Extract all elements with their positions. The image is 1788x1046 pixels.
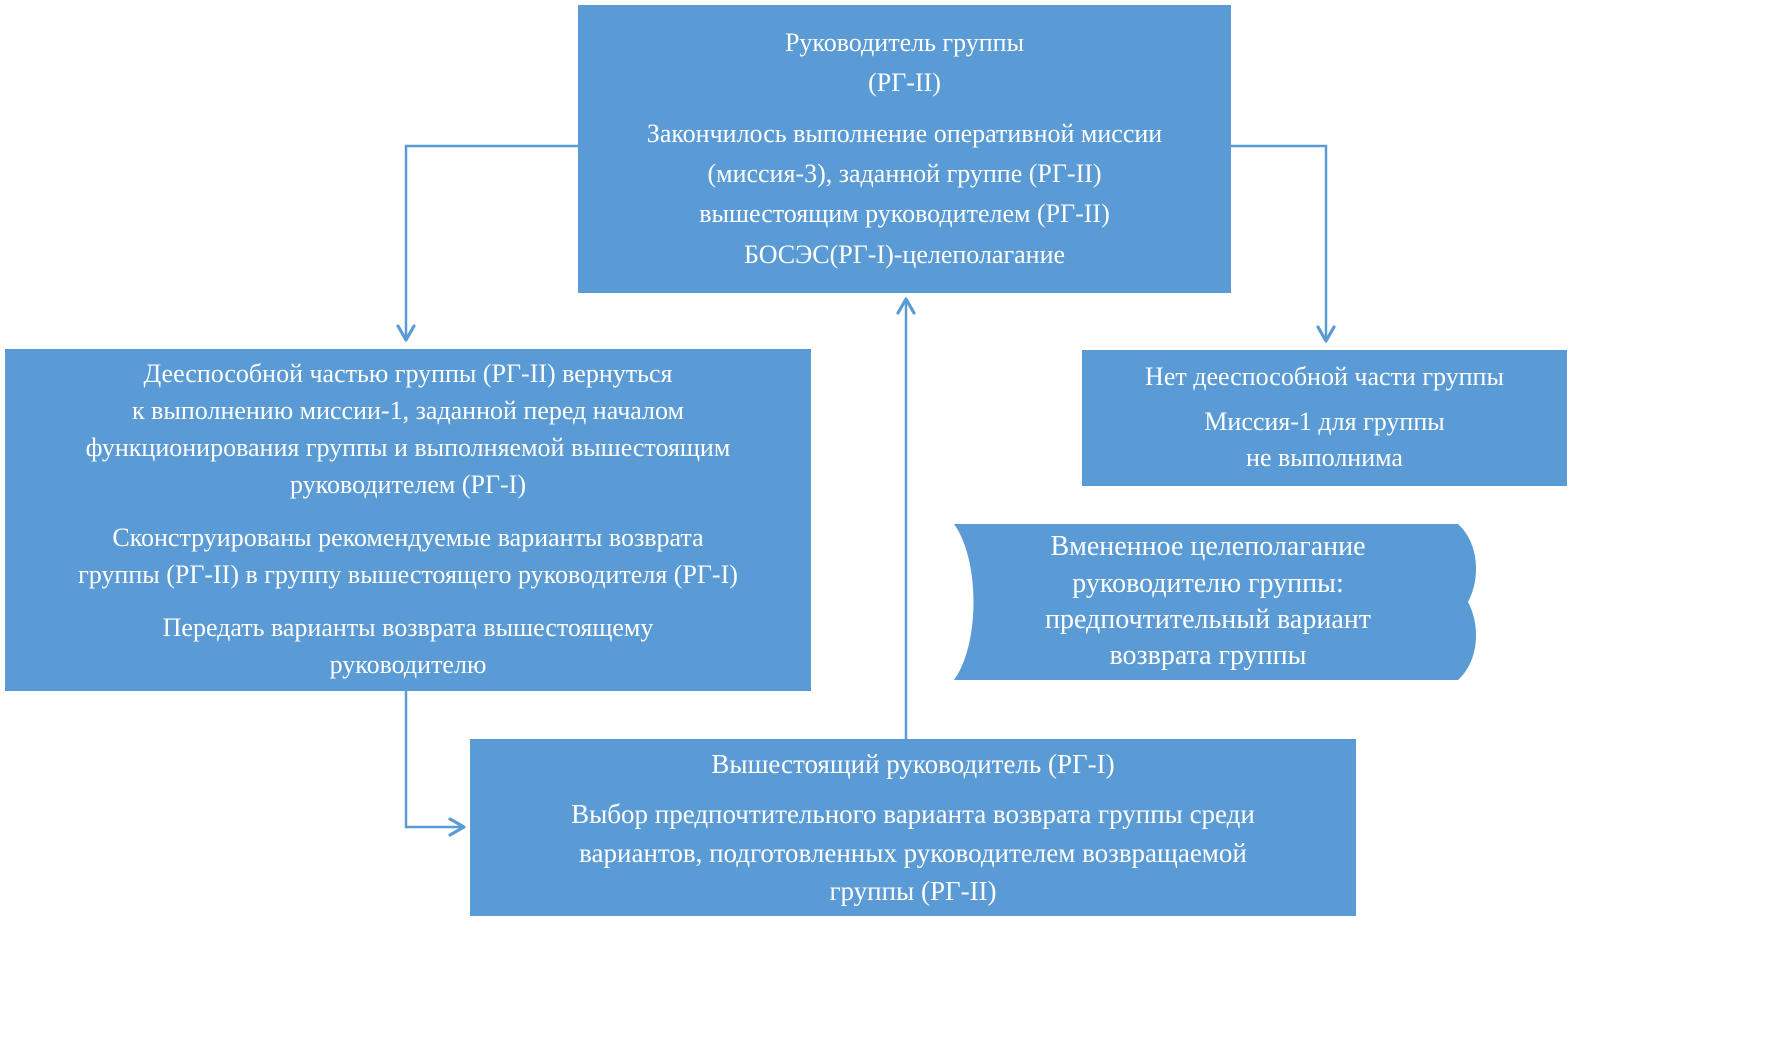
node-body: Выбор предпочтительного варианта возврат… xyxy=(470,795,1356,910)
node-superior-leader-rg1: Вышестоящий руководитель (РГ-I) Выбор пр… xyxy=(470,739,1356,916)
node-title: Руководитель группы (РГ-II) xyxy=(578,23,1231,104)
text-line: Руководитель группы xyxy=(784,28,1025,58)
node-body: Миссия-1 для группы не выполнима xyxy=(1082,404,1567,478)
text-line: возврата группы xyxy=(1109,640,1307,672)
text-line: Передать варианты возврата вышестоящему xyxy=(162,612,654,642)
text-line: Миссия-1 для группы xyxy=(1204,406,1445,436)
text-line: Вышестоящий руководитель (РГ-I) xyxy=(711,748,1115,779)
text-line: вариантов, подготовленных руководителем … xyxy=(579,837,1247,868)
text-line: группы (РГ-II) xyxy=(829,875,997,906)
text-line: вышестоящим руководителем (РГ-II) xyxy=(699,199,1110,229)
arrow-left-to-bottom xyxy=(404,691,466,837)
node-title: Вышестоящий руководитель (РГ-I) xyxy=(470,745,1356,783)
node-body: Сконструированы рекомендуемые варианты в… xyxy=(5,520,811,594)
text-line: Выбор предпочтительного варианта возврат… xyxy=(571,799,1255,830)
node-group-leader-rg2: Руководитель группы (РГ-II) Закончилось … xyxy=(578,5,1231,293)
text-line: предпочтительный вариант xyxy=(1045,604,1371,635)
text-line: не выполнима xyxy=(1246,443,1403,473)
node-no-capable-part: Нет дееспособной части группы Миссия-1 д… xyxy=(1082,350,1567,486)
node-imputed-goal-setting: Вмененное целеполагание руководителю гру… xyxy=(938,524,1478,680)
text-line: Сконструированы рекомендуемые варианты в… xyxy=(112,523,704,552)
text-line: Закончилось выполнение оперативной мисси… xyxy=(646,118,1163,148)
node-body: Вмененное целеполагание руководителю гру… xyxy=(958,524,1458,680)
text-line: группы (РГ-II) в группу вышестоящего рук… xyxy=(78,559,738,589)
text-line: руководителю xyxy=(329,649,487,679)
text-line: руководителю группы: xyxy=(1072,567,1344,599)
text-line: руководителем (РГ-I) xyxy=(290,470,526,500)
node-body: Дееспособной частью группы (РГ-II) верну… xyxy=(5,356,811,504)
text-line: (РГ-II) xyxy=(868,68,941,98)
text-line: Дееспособной частью группы (РГ-II) верну… xyxy=(143,359,673,389)
text-line: БОСЭС(РГ-I)-целеполагание xyxy=(743,239,1066,269)
text-line: функционирования группы и выполняемой вы… xyxy=(85,433,731,463)
text-line: (миссия-3), заданной группе (РГ-II) xyxy=(707,159,1102,188)
node-body: Закончилось выполнение оперативной мисси… xyxy=(578,114,1231,275)
text-line: к выполнению миссии-1, заданной перед на… xyxy=(132,396,684,426)
node-body: Нет дееспособной части группы xyxy=(1082,359,1567,396)
arrow-top-to-left xyxy=(396,144,579,342)
wave-shape-icon xyxy=(954,524,1477,680)
node-return-to-mission1: Дееспособной частью группы (РГ-II) верну… xyxy=(5,349,811,691)
text-line: Нет дееспособной части группы xyxy=(1145,361,1504,391)
node-body: Передать варианты возврата вышестоящему … xyxy=(5,610,811,684)
arrow-top-to-right xyxy=(1231,144,1336,343)
text-line: Вмененное целеполагание xyxy=(1050,531,1366,563)
